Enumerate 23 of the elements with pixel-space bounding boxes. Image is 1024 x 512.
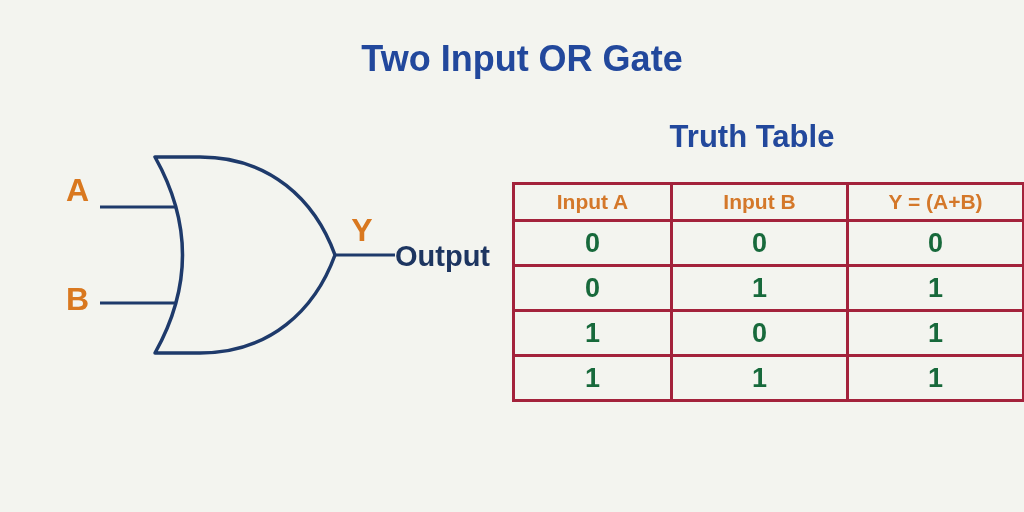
table-header-cell: Input A	[513, 183, 672, 221]
table-cell: 0	[513, 265, 672, 311]
table-cell: 1	[513, 310, 672, 356]
table-cell: 1	[671, 355, 848, 401]
signal-label: A	[62, 172, 100, 208]
wire	[335, 253, 395, 257]
table-heading: Truth Table	[669, 119, 835, 155]
table-cell: 1	[671, 265, 848, 311]
table-cell: 1	[847, 355, 1024, 401]
wire	[100, 301, 176, 305]
table-cell: 0	[671, 310, 848, 356]
wire	[100, 205, 176, 209]
table-cell: 1	[847, 265, 1024, 311]
title: Two Input OR Gate	[361, 38, 683, 80]
table-header-cell: Input B	[671, 183, 848, 221]
table-cell: 0	[671, 220, 848, 266]
table-header-cell: Y = (A+B)	[847, 183, 1024, 221]
table-cell: 0	[513, 220, 672, 266]
table-cell: 1	[847, 310, 1024, 356]
signal-label: B	[62, 281, 100, 317]
table-cell: 1	[513, 355, 672, 401]
table-cell: 0	[847, 220, 1024, 266]
output-label: Output	[395, 238, 503, 274]
